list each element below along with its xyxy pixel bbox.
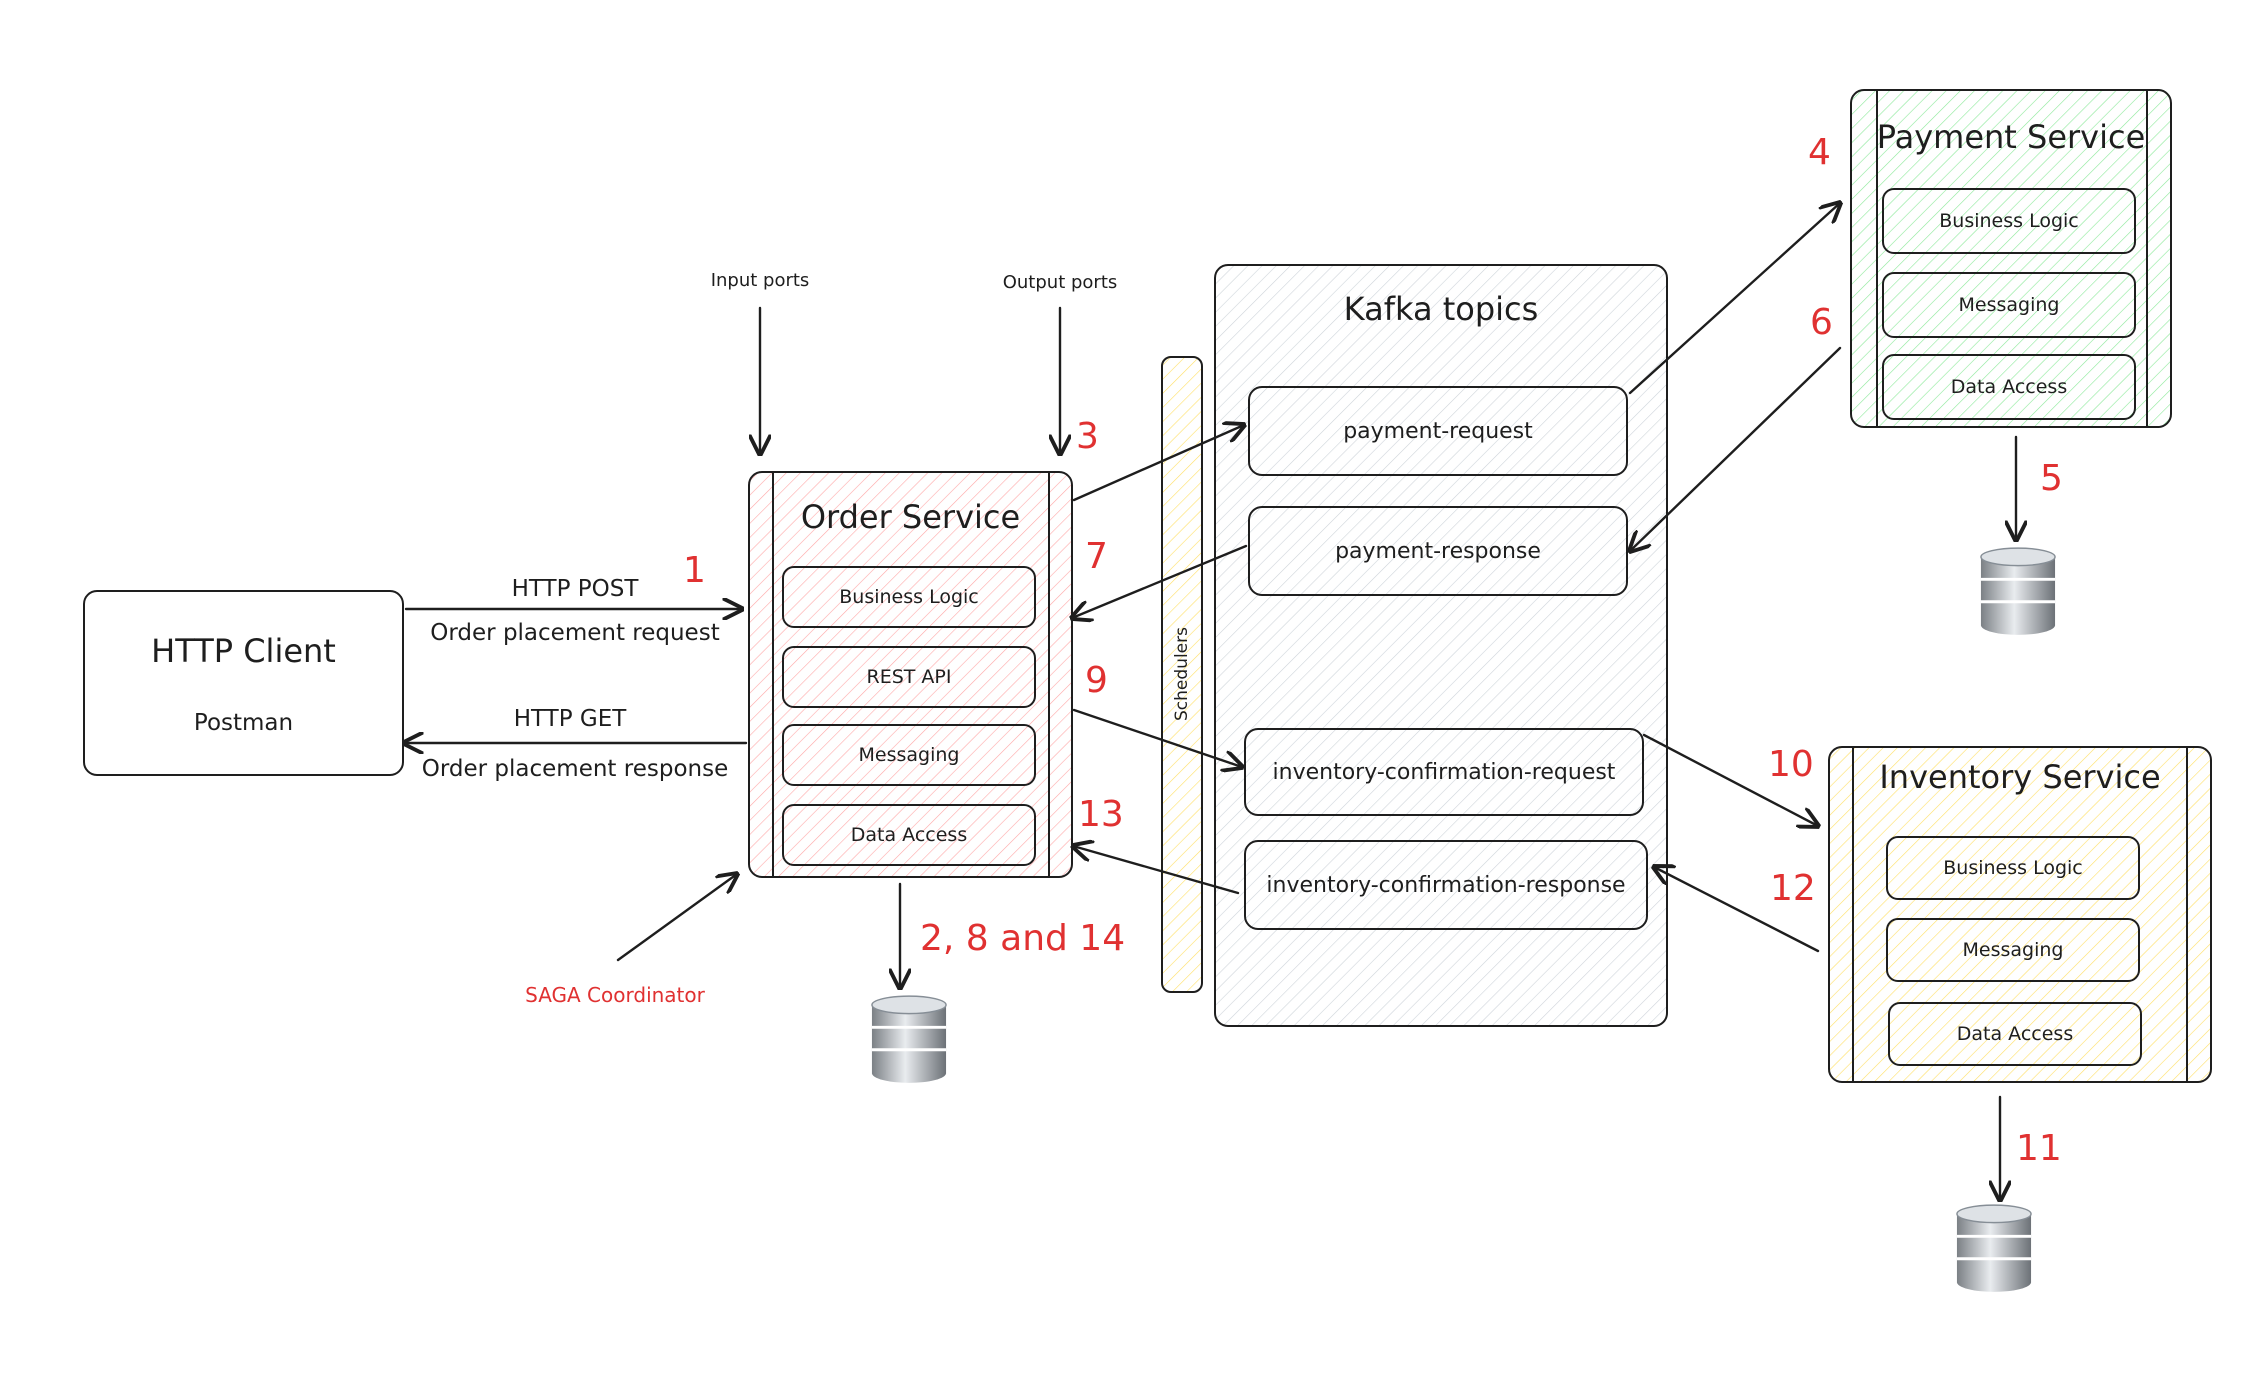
order-layer-business-logic: Business Logic xyxy=(782,566,1036,628)
order-service-left-bar xyxy=(772,471,774,878)
schedulers-box xyxy=(1161,356,1203,993)
step13-arrow xyxy=(1073,846,1240,895)
step-10: 10 xyxy=(1768,744,1814,785)
step6-arrow xyxy=(1630,346,1842,551)
topic-inventory-confirmation-response: inventory-confirmation-response xyxy=(1244,840,1648,930)
http-client-title: HTTP Client xyxy=(151,632,336,670)
payment-layer-data-access: Data Access xyxy=(1882,354,2136,420)
kafka-topics-title: Kafka topics xyxy=(1343,290,1539,328)
order-layer-messaging: Messaging xyxy=(782,724,1036,786)
output-ports-label: Output ports xyxy=(1002,272,1118,293)
order-service-title: Order Service xyxy=(800,498,1021,536)
step-3: 3 xyxy=(1076,416,1099,457)
step-2-8-14: 2, 8 and 14 xyxy=(920,918,1126,959)
payment-layer-business-logic: Business Logic xyxy=(1882,188,2136,254)
inventory-service-right-bar xyxy=(2186,746,2188,1083)
http-get-desc: Order placement response xyxy=(421,756,729,782)
input-ports-label: Input ports xyxy=(710,270,810,291)
payment-service-box xyxy=(1850,89,2172,428)
inventory-service-title: Inventory Service xyxy=(1879,758,2161,796)
order-service-box xyxy=(748,471,1073,878)
order-database-icon xyxy=(870,995,948,1083)
payment-layer-messaging: Messaging xyxy=(1882,272,2136,338)
http-get-label: HTTP GET xyxy=(513,706,627,732)
order-layer-data-access: Data Access xyxy=(782,804,1036,866)
inventory-service-box xyxy=(1828,746,2212,1083)
payment-service-right-bar xyxy=(2146,89,2148,428)
step-4: 4 xyxy=(1808,132,1831,173)
order-service-right-bar xyxy=(1048,471,1050,878)
inventory-layer-messaging: Messaging xyxy=(1886,918,2140,982)
step12-arrow xyxy=(1654,867,1820,953)
schedulers-label: Schedulers xyxy=(1172,627,1192,721)
step-11: 11 xyxy=(2016,1128,2062,1169)
payment-service-title: Payment Service xyxy=(1876,118,2146,156)
step7-arrow xyxy=(1072,544,1248,618)
inventory-service-left-bar xyxy=(1852,746,1854,1083)
inventory-database-icon xyxy=(1955,1204,2033,1292)
payment-database-icon xyxy=(1979,547,2057,635)
saga-coordinator-label: SAGA Coordinator xyxy=(525,983,705,1007)
step-1: 1 xyxy=(683,550,706,591)
step-13: 13 xyxy=(1078,794,1124,835)
step-12: 12 xyxy=(1770,868,1816,909)
payment-service-left-bar xyxy=(1876,89,1878,428)
topic-payment-response: payment-response xyxy=(1248,506,1628,596)
inventory-layer-business-logic: Business Logic xyxy=(1886,836,2140,900)
step-6: 6 xyxy=(1810,302,1833,343)
kafka-topics-box xyxy=(1214,264,1668,1027)
topic-payment-request: payment-request xyxy=(1248,386,1628,476)
step10-arrow xyxy=(1642,733,1818,826)
inventory-layer-data-access: Data Access xyxy=(1888,1002,2142,1066)
step-7: 7 xyxy=(1085,536,1108,577)
http-client-box xyxy=(83,590,404,776)
step-9: 9 xyxy=(1085,660,1108,701)
saga-arrow xyxy=(616,874,737,962)
step-5: 5 xyxy=(2040,458,2063,499)
http-client-subtitle: Postman xyxy=(193,710,294,736)
http-post-label: HTTP POST xyxy=(511,576,639,602)
topic-inventory-confirmation-request: inventory-confirmation-request xyxy=(1244,728,1644,816)
order-layer-rest-api: REST API xyxy=(782,646,1036,708)
step4-arrow xyxy=(1628,203,1840,395)
http-post-desc: Order placement request xyxy=(430,620,720,646)
